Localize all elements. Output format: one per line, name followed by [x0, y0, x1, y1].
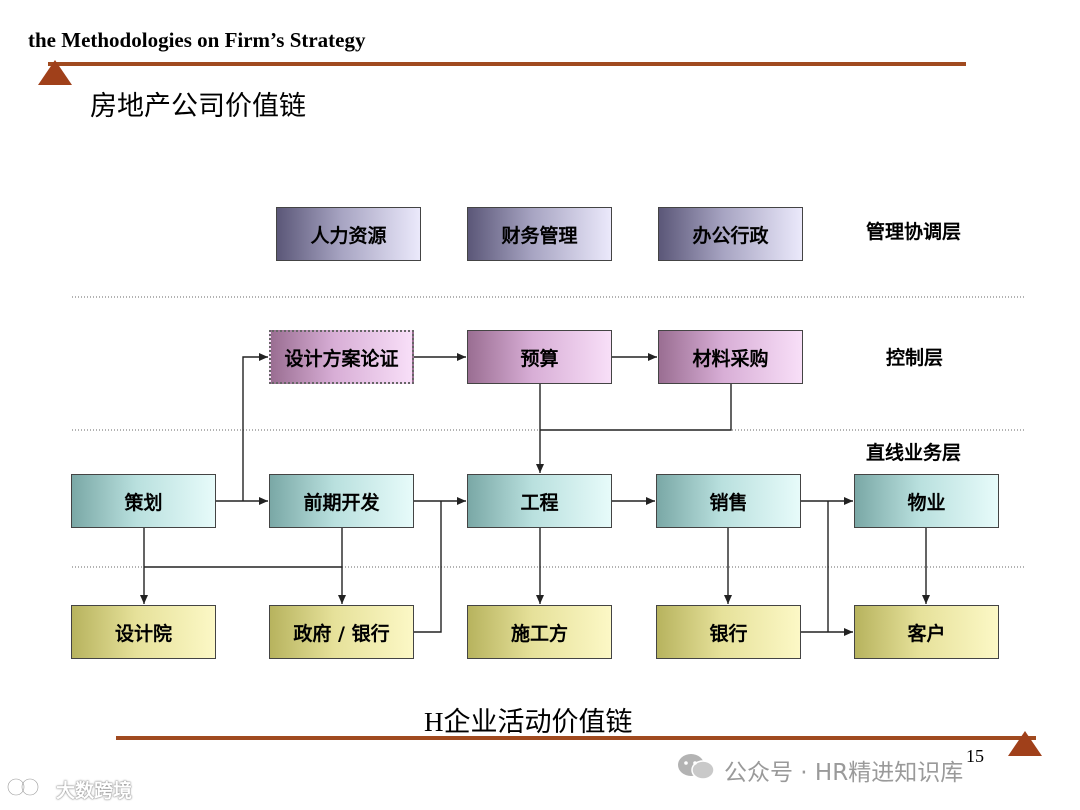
node-procurement-label: 材料采购	[692, 347, 769, 370]
watermark-dashu: 大数跨境	[6, 776, 132, 803]
bottom-rule	[116, 736, 1036, 740]
node-procurement: 材料采购	[658, 330, 803, 384]
layer-label-control: 控制层	[886, 347, 944, 369]
watermark-wechat: 公众号 · HR精进知识库	[676, 752, 963, 788]
node-design-institute-label: 设计院	[114, 622, 172, 645]
watermark-wechat-text: 公众号 · HR精进知识库	[724, 760, 964, 786]
triangle-marker-top	[38, 60, 72, 85]
page-number: 15	[966, 746, 984, 766]
node-planning: 策划	[71, 474, 216, 528]
node-property-label: 物业	[907, 491, 946, 514]
node-planning-label: 策划	[124, 491, 163, 514]
node-gov-bank-label: 政府 / 银行	[293, 622, 390, 645]
node-design-review-label: 设计方案论证	[284, 347, 399, 370]
node-admin-label: 办公行政	[692, 224, 769, 247]
node-contractor-label: 施工方	[510, 622, 568, 645]
node-sales: 销售	[656, 474, 801, 528]
node-design-review: 设计方案论证	[269, 330, 414, 384]
node-design-institute: 设计院	[71, 605, 216, 659]
node-sales-label: 销售	[709, 491, 748, 514]
node-contractor: 施工方	[467, 605, 612, 659]
node-admin: 办公行政	[658, 207, 803, 261]
node-engineering: 工程	[467, 474, 612, 528]
node-gov-bank: 政府 / 银行	[269, 605, 414, 659]
node-engineering-label: 工程	[520, 491, 559, 514]
top-rule	[48, 62, 966, 66]
dashu-logo-icon	[6, 776, 50, 803]
node-predevelopment-label: 前期开发	[303, 491, 380, 514]
connector-procurement-engineering	[540, 384, 732, 431]
layer-label-management: 管理协调层	[866, 221, 962, 243]
node-predevelopment: 前期开发	[269, 474, 414, 528]
connector-gov-bank-engineering	[414, 501, 442, 633]
node-bank: 银行	[656, 605, 801, 659]
node-finance-label: 财务管理	[501, 224, 578, 247]
diagram-caption: H企业活动价值链	[424, 707, 633, 737]
node-budget: 预算	[467, 330, 612, 384]
node-hr: 人力资源	[276, 207, 421, 261]
wechat-icon	[676, 752, 716, 788]
header-title: the Methodologies on Firm’s Strategy	[28, 28, 366, 52]
node-hr-label: 人力资源	[310, 224, 387, 247]
node-budget-label: 预算	[520, 347, 559, 370]
node-finance: 财务管理	[467, 207, 612, 261]
watermark-dashu-text: 大数跨境	[56, 780, 133, 802]
node-bank-label: 银行	[709, 622, 748, 645]
connector-planning-design-review	[242, 353, 268, 501]
node-property: 物业	[854, 474, 999, 528]
node-customer-label: 客户	[907, 622, 946, 645]
layer-label-line: 直线业务层	[866, 442, 962, 464]
page-title: 房地产公司价值链	[90, 91, 306, 122]
node-customer: 客户	[854, 605, 999, 659]
triangle-marker-bottom	[1008, 731, 1042, 756]
